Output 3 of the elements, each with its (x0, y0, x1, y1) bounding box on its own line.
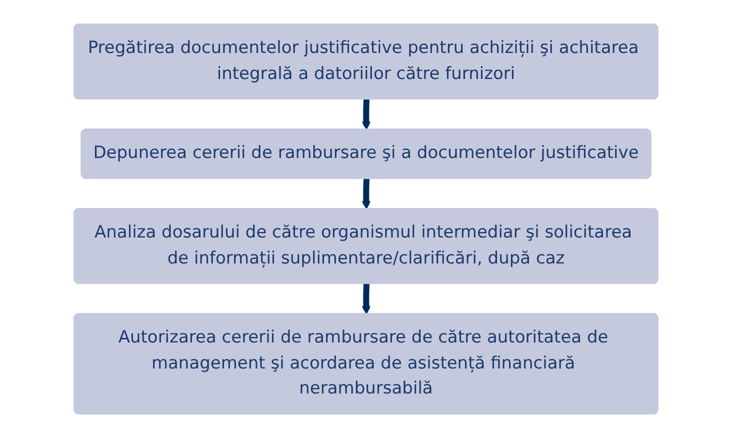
arrow (361, 283, 370, 314)
arrow (361, 178, 370, 210)
arrow (361, 98, 370, 130)
